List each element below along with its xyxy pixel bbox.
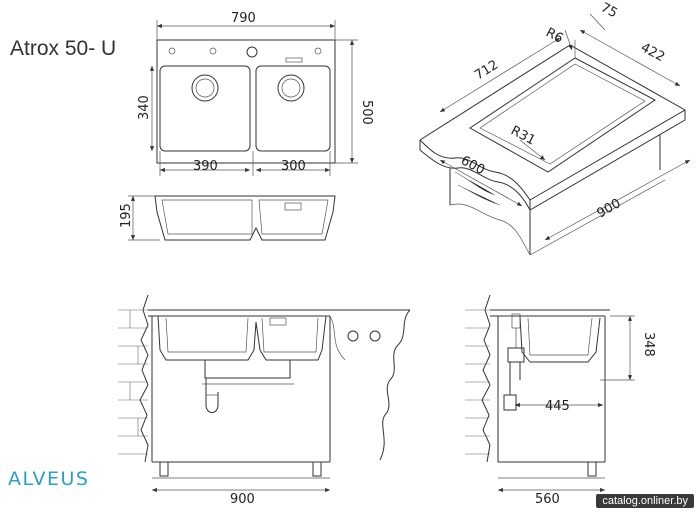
dim-left-bowl: 390 — [193, 159, 218, 174]
dim-bowl-height: 340 — [137, 95, 152, 120]
dim-overall-height: 500 — [359, 100, 374, 125]
dim-iso-75: 75 — [598, 0, 620, 21]
dim-side-depth: 348 — [641, 332, 656, 357]
dim-iso-422: 422 — [638, 40, 667, 65]
front-installation-drawing — [118, 294, 411, 493]
dim-drain-offset: 445 — [545, 399, 570, 414]
dim-iso-600: 600 — [458, 153, 487, 178]
product-title: Atrox 50- U — [10, 37, 116, 60]
dim-iso-712: 712 — [472, 58, 501, 84]
watermark: catalog.onliner.by — [596, 494, 694, 508]
dim-front-cabinet: 900 — [230, 492, 255, 507]
isometric-drawing — [419, 13, 691, 256]
dim-side-cabinet: 560 — [535, 492, 560, 507]
brand-logo: ALVEUS — [8, 468, 89, 490]
dim-overall-width: 790 — [231, 11, 256, 26]
side-installation-drawing — [465, 294, 635, 493]
dim-iso-radius-r6: R6 — [543, 25, 565, 46]
side-section-drawing — [128, 195, 336, 241]
dim-right-bowl: 300 — [281, 159, 306, 174]
dim-depth: 195 — [119, 203, 134, 228]
top-view-drawing — [149, 20, 358, 176]
dim-iso-900: 900 — [595, 196, 624, 221]
